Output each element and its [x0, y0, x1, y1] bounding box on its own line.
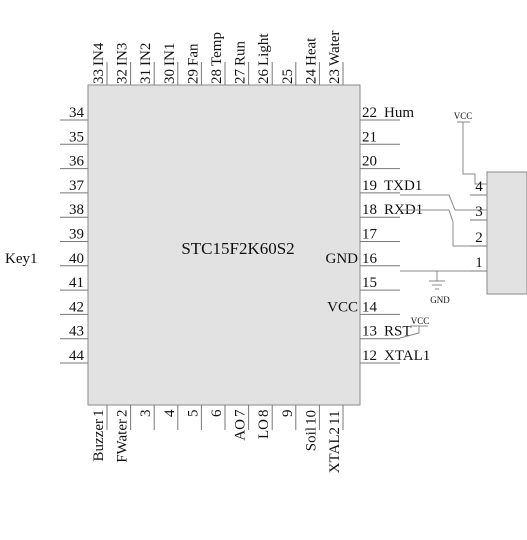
left-pin-44-number: 44 — [69, 348, 85, 364]
left-pin-40-label: Key1 — [5, 251, 38, 267]
connector-pin-1: 1 — [475, 255, 483, 271]
vcc-supply-top: VCC — [454, 111, 487, 185]
bottom-pin-8-label: LO — [256, 419, 272, 439]
left-pin-43-number: 43 — [69, 324, 84, 340]
bottom-pin-10-number: 10 — [303, 410, 319, 425]
left-pin-36-number: 36 — [69, 154, 85, 170]
right-pin-16-number: 16 — [362, 251, 378, 267]
right-pin-21-number: 21 — [362, 129, 377, 145]
bottom-pin-2-number: 2 — [115, 410, 131, 418]
right-pin-22-label: Hum — [384, 105, 414, 121]
txd-wire — [400, 194, 487, 211]
connector-header: 4 3 2 1 — [470, 171, 527, 295]
vcc-supply-rst: VCC — [399, 316, 430, 339]
top-pin-31-label: IN2 — [138, 43, 154, 66]
right-pin-20-number: 20 — [362, 154, 377, 170]
left-pin-40-number: 40 — [69, 251, 84, 267]
top-pin-28-number: 28 — [209, 69, 225, 84]
bottom-pin-9-number: 9 — [280, 410, 296, 418]
top-pin-32-number: 32 — [115, 69, 131, 84]
bottom-pin-7-label: AO — [233, 419, 249, 441]
right-pin-15-number: 15 — [362, 275, 377, 291]
bottom-pin-10-label: Soil — [303, 427, 319, 451]
top-pin-23-label: Water — [327, 31, 343, 66]
top-pin-24-label: Heat — [303, 37, 319, 66]
right-pin-16-inner-label: GND — [326, 251, 359, 267]
top-pin-29-number: 29 — [185, 69, 201, 84]
top-pin-group: 33 IN4 32 IN3 31 IN2 30 IN1 29 Fan 28 Temp 27 Run 26 Li… — [91, 31, 344, 85]
right-pin-17-number: 17 — [362, 227, 378, 243]
left-pin-38-number: 38 — [69, 202, 84, 218]
ground-symbol: GND — [429, 271, 450, 305]
right-pin-19-number: 19 — [362, 178, 377, 194]
bottom-pin-7-number: 7 — [233, 409, 249, 417]
right-pin-14-inner-label: VCC — [327, 299, 358, 315]
bottom-pin-11-label: XTAL2 — [327, 427, 343, 473]
left-pin-42-number: 42 — [69, 299, 84, 315]
left-pin-35-number: 35 — [69, 129, 84, 145]
bottom-pin-5-number: 5 — [185, 410, 201, 418]
bottom-pin-6-number: 6 — [209, 409, 225, 417]
rxd-wire — [400, 209, 487, 247]
top-pin-25-number: 25 — [280, 69, 296, 84]
connector-body — [486, 171, 527, 295]
right-pin-22-number: 22 — [362, 105, 377, 121]
top-pin-30-label: IN1 — [162, 43, 178, 66]
bottom-pin-2-label: FWater — [115, 419, 131, 463]
right-pin-12-label: XTAL1 — [384, 348, 430, 364]
top-pin-29-label: Fan — [185, 43, 201, 66]
right-pin-18-number: 18 — [362, 202, 377, 218]
bottom-pin-4-number: 4 — [162, 409, 178, 417]
right-pin-14-number: 14 — [362, 299, 378, 315]
bottom-pin-11-number: 11 — [327, 411, 343, 425]
left-pin-39-number: 39 — [69, 227, 84, 243]
vcc-label-rst: VCC — [411, 316, 430, 326]
chip-name: STC15F2K60S2 — [181, 239, 294, 258]
connector-pin-4: 4 — [475, 179, 483, 195]
top-pin-27-number: 27 — [233, 69, 249, 85]
right-pin-12-number: 12 — [362, 348, 377, 364]
top-pin-26-number: 26 — [256, 69, 272, 85]
top-pin-27-label: Run — [233, 40, 249, 66]
right-pin-19-label: TXD1 — [384, 178, 422, 194]
bottom-pin-3-number: 3 — [138, 410, 154, 418]
top-pin-24-number: 24 — [303, 69, 319, 85]
top-pin-31-number: 31 — [138, 69, 154, 84]
bottom-pin-1-label: Buzzer — [91, 419, 107, 461]
chip-body — [87, 84, 361, 406]
right-pin-13-label: RST — [384, 324, 412, 340]
gnd-label-symbol: GND — [430, 295, 450, 305]
connector-pin-3: 3 — [475, 204, 483, 220]
vcc-wire-top — [462, 122, 487, 185]
top-pin-23-number: 23 — [327, 69, 343, 84]
top-pin-32-label: IN3 — [115, 43, 131, 66]
top-pin-33-label: IN4 — [91, 42, 107, 66]
vcc-label-top: VCC — [454, 111, 473, 121]
vcc-wire-rst — [399, 326, 420, 339]
right-pin-13-number: 13 — [362, 324, 377, 340]
top-pin-28-label: Temp — [209, 32, 225, 66]
top-pin-33-number: 33 — [91, 69, 107, 84]
left-pin-34-number: 34 — [69, 105, 85, 121]
top-pin-30-number: 30 — [162, 69, 178, 84]
top-pin-26-label: Light — [256, 33, 272, 66]
left-pin-group: 34 35 36 37 38 39 40 Key1 41 42 43 44 — [5, 105, 88, 364]
bottom-pin-8-number: 8 — [256, 410, 272, 418]
left-pin-41-number: 41 — [69, 275, 84, 291]
bottom-pin-1-number: 1 — [91, 410, 107, 418]
connector-pin-2: 2 — [475, 230, 483, 246]
left-pin-37-number: 37 — [69, 178, 85, 194]
